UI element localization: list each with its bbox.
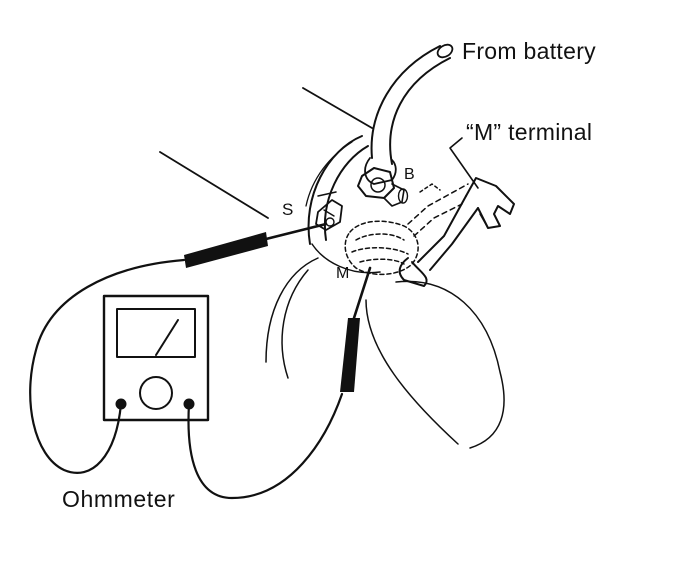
m-terminal-lead bbox=[344, 183, 469, 276]
motor-housing bbox=[265, 257, 505, 449]
leader-line-solenoid bbox=[159, 151, 269, 219]
from-battery-label: From battery bbox=[462, 38, 596, 64]
leader-line-m-terminal bbox=[449, 137, 479, 189]
b-terminal-label: B bbox=[404, 166, 415, 183]
ohmmeter-label: Ohmmeter bbox=[62, 486, 176, 512]
leader-line-body bbox=[302, 87, 373, 129]
solenoid-flange bbox=[305, 135, 381, 274]
s-terminal bbox=[315, 199, 343, 231]
m-terminal-short-label: M bbox=[336, 265, 350, 282]
b-terminal-bolt bbox=[357, 167, 409, 207]
m-terminal-strap bbox=[398, 177, 515, 287]
s-terminal-label: S bbox=[282, 200, 294, 219]
m-terminal-label: “M” terminal bbox=[466, 119, 593, 145]
battery-cable bbox=[364, 43, 454, 185]
test-lead-s bbox=[29, 222, 328, 474]
ohmmeter-body bbox=[102, 294, 210, 422]
test-lead-m bbox=[187, 266, 372, 500]
